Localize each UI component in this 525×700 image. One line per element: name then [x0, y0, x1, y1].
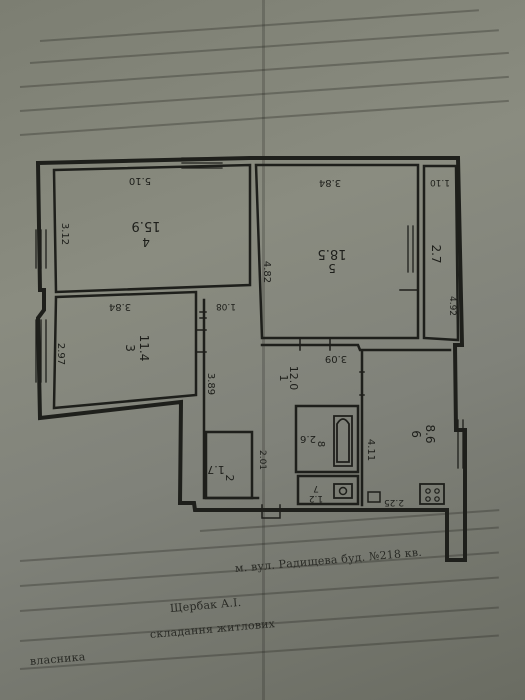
room-2-number: 2 [223, 475, 236, 482]
room-3-width: 3.84 [109, 301, 131, 312]
room-3-number: 3 [123, 344, 137, 352]
window [457, 419, 464, 469]
room-2-area: 1.7 [207, 463, 225, 476]
room-1-number: 1 [277, 375, 290, 382]
door [199, 311, 207, 319]
room-1-area: 12.0 [287, 366, 300, 391]
room-8-number: 8 [315, 441, 326, 447]
room-5-width: 3.84 [319, 177, 341, 188]
bathroom-wall [294, 404, 360, 474]
hall-height: 3.89 [205, 373, 216, 395]
outer-wall [35, 156, 467, 562]
room-4-number: 4 [142, 235, 150, 249]
door [195, 329, 207, 353]
balcony-width: 1.10 [430, 177, 450, 187]
door [261, 504, 281, 519]
window [181, 157, 223, 169]
closet-wall [204, 430, 254, 500]
window [35, 319, 47, 383]
door [359, 371, 365, 396]
room-7-area: 1.2 [309, 493, 323, 503]
balcony-depth: 4.92 [447, 296, 457, 316]
inner-wall [52, 163, 252, 294]
closet-length: 2.01 [257, 450, 267, 470]
toilet-wall [296, 474, 360, 506]
inner-wall [260, 343, 452, 352]
room-3-area: 11.4 [137, 335, 151, 362]
kitchen-height: 4.11 [365, 439, 376, 461]
room-6-number: 6 [409, 430, 423, 438]
toilet-fixture [333, 483, 353, 499]
kitchen-width: 2.25 [384, 497, 404, 507]
room-7-number: 7 [313, 483, 319, 493]
bathtub [333, 415, 353, 467]
room-5-area: 18.5 [318, 246, 347, 261]
balcony-length: 2.7 [429, 244, 443, 263]
room-4-height: 3.12 [59, 223, 70, 245]
kitchen-sink [367, 491, 381, 503]
room-8-area: 2.6 [300, 433, 316, 444]
room-6-area: 8.6 [423, 424, 437, 443]
room-4-area: 15.9 [132, 218, 161, 233]
window [35, 229, 47, 269]
room-5-height: 4.82 [261, 261, 272, 283]
room-4-width: 5.10 [129, 175, 151, 186]
balcony-wall [422, 164, 460, 342]
paper-fold [262, 0, 265, 700]
inner-wall [52, 290, 198, 410]
kitchen-stove [419, 483, 445, 505]
window [407, 225, 419, 273]
room-5-number: 5 [328, 261, 336, 275]
inner-wall [254, 163, 420, 340]
room-3-height: 2.97 [55, 343, 66, 365]
corridor-width: 1.08 [216, 301, 236, 311]
hall-width: 3.09 [325, 353, 347, 364]
door [299, 337, 331, 351]
